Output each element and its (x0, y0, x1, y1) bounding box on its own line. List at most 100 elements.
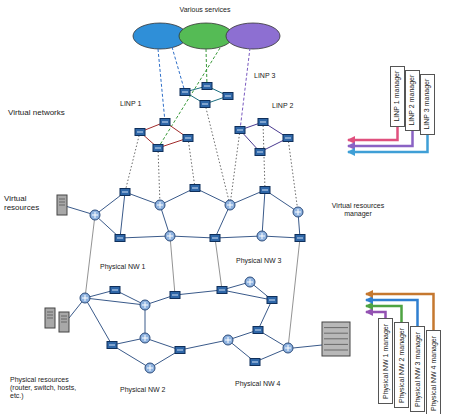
layer-band: Virtual networksLINP 3LINP 1LINP 2 (8, 62, 348, 170)
manager-box: LINP 1 manager (390, 66, 405, 127)
server-slot (47, 315, 53, 316)
network-cloud-outline (88, 318, 218, 384)
switch-mark (137, 132, 143, 133)
layer-label: Virtual networks (8, 108, 80, 117)
router-mark (145, 302, 146, 308)
server-icon (57, 195, 67, 215)
manager-ellipse-shape (319, 191, 397, 229)
server-slot (59, 205, 65, 206)
switch-icon (258, 119, 268, 126)
network-cloud-outline (205, 312, 315, 378)
switch-mark (155, 148, 161, 149)
manager-box: LINP 3 manager (420, 74, 435, 135)
switch-icon (120, 189, 130, 196)
network-cloud: Physical NW 2 (88, 318, 218, 398)
service-mapping-line (158, 48, 220, 148)
mapping-line (215, 238, 222, 290)
router-icon (257, 231, 267, 241)
mapping-line (125, 132, 140, 192)
service-mapping-line (206, 49, 207, 86)
virtual-resource-link (170, 236, 215, 238)
switch-mark (252, 362, 258, 363)
service-mapping-line (158, 49, 165, 122)
switch-mark (255, 330, 261, 331)
manager-label: Physical NW 1 manager (381, 323, 389, 399)
network-cloud-shape (89, 319, 217, 383)
manager-label: LINP 2 manager (408, 75, 416, 126)
switch-icon (223, 93, 233, 100)
switch-icon (295, 235, 305, 242)
rack-slot (324, 350, 348, 351)
manager-label: LINP 1 manager (393, 71, 401, 122)
mapping-line (170, 236, 175, 295)
switch-icon (183, 135, 193, 142)
switch-mark (204, 86, 210, 87)
mapping-line (288, 238, 300, 348)
router-mark (262, 233, 263, 239)
server-slot (61, 322, 67, 323)
network-cloud: Physical NW 1 (60, 262, 200, 330)
physical-link (85, 298, 145, 305)
switch-icon (210, 235, 220, 242)
switch-mark (219, 290, 225, 291)
router-icon (245, 277, 255, 287)
switch-icon (283, 135, 293, 142)
linp-ellipse-outline (165, 76, 247, 114)
router-mark (150, 365, 151, 371)
server-slot (47, 312, 53, 313)
switch-icon (107, 342, 117, 349)
network-label: Physical NW 4 (235, 380, 295, 388)
switch-mark (172, 295, 178, 296)
server-slot (47, 318, 53, 319)
manager-box: Physical NW 4 manager (426, 330, 441, 414)
service-ellipse (179, 23, 233, 49)
switch-icon (110, 287, 120, 294)
switch-mark (122, 192, 128, 193)
router-icon (140, 333, 150, 343)
switch-mark (269, 300, 275, 301)
layer-band-shape (86, 63, 347, 169)
switch-icon (115, 235, 125, 242)
mapping-line (158, 148, 160, 205)
rack-slot (324, 344, 348, 345)
layer-band-shape (5, 263, 365, 411)
router-icon (223, 335, 233, 345)
switch-icon (253, 327, 263, 334)
virtual-resource-link (262, 236, 300, 238)
manager-box: Physical NW 2 manager (394, 322, 409, 408)
switch-mark (260, 122, 266, 123)
server-slot (59, 202, 65, 203)
network-label: Physical NW 2 (120, 386, 180, 394)
network-cloud-outline (200, 266, 292, 322)
virtual-resource-link (215, 236, 262, 238)
layer-label: Physical resources (router, switch, host… (10, 376, 90, 400)
linp-ellipse-shape (119, 111, 209, 159)
router-mark (85, 295, 86, 301)
network-cloud: Physical NW 4 (205, 312, 315, 390)
switch-mark (202, 104, 208, 105)
router-mark (288, 345, 289, 351)
virtual-resource-link (120, 236, 170, 238)
manager-label: Virtual resources manager (329, 202, 387, 218)
manager-arrow (348, 127, 398, 140)
physical-link (258, 300, 272, 330)
linp-ellipse: LINP 3 (165, 70, 283, 116)
router-mark (298, 209, 299, 215)
linp-ellipse: LINP 1 (112, 98, 212, 160)
service-mapping-line (172, 47, 185, 92)
manager-box: Physical NW 1 manager (378, 318, 393, 404)
manager-arrow (348, 131, 413, 146)
switch-mark (257, 152, 263, 153)
linp-ellipse-shape (223, 113, 309, 163)
switch-icon (190, 185, 200, 192)
network-label: Physical NW 1 (100, 263, 160, 271)
switch-mark (212, 238, 218, 239)
manager-box: Physical NW 3 manager (410, 326, 425, 412)
manager-ellipse: Virtual resources manager (318, 190, 398, 230)
manager-label: Physical NW 3 manager (413, 331, 421, 407)
switch-mark (297, 238, 303, 239)
linp-ellipse-outline (118, 110, 210, 160)
switch-icon (135, 129, 145, 136)
band-title: Various services (150, 6, 260, 14)
server-slot (61, 319, 67, 320)
